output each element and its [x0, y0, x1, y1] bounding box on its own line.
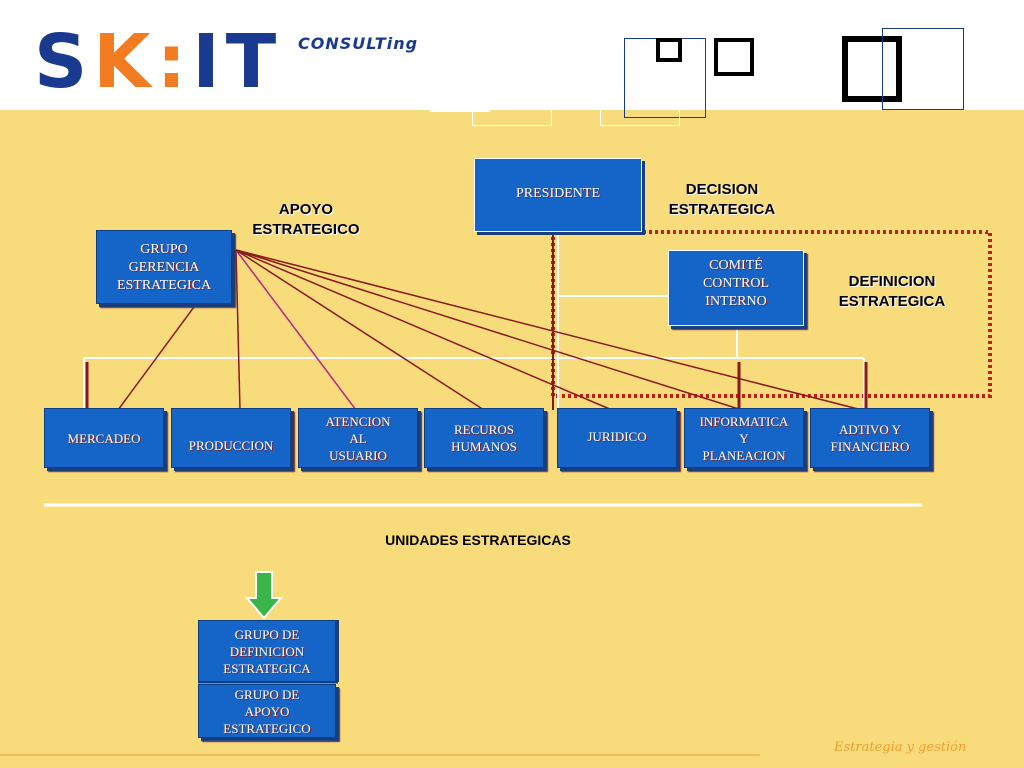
unit-informatica-planeacion: INFORMATICA Y PLANEACION [684, 408, 804, 468]
unit-juridico: JURIDICO [557, 408, 677, 468]
grupo-gerencia-box: GRUPO GERENCIA ESTRATEGICA [96, 230, 232, 304]
deco-square-8 [430, 108, 490, 112]
logo-s: S [34, 19, 94, 105]
logo-k: K [93, 19, 157, 105]
presidente-box: PRESIDENTE [474, 158, 642, 232]
definicion-estrategica-label: DEFINICION ESTRATEGICA [838, 273, 946, 310]
legend-grupo-apoyo: GRUPO DE APOYO ESTRATEGICO [198, 684, 336, 738]
green-arrow-down-icon [244, 571, 284, 620]
deco-square-4 [842, 36, 902, 102]
definicion-frame [551, 230, 992, 398]
unit-atencion-usuario: ATENCION AL USUARIO [298, 408, 418, 468]
logo-colon: : [156, 19, 193, 105]
unit-produccion: PRODUCCION [171, 408, 291, 468]
footer-text: Estrategia y gestión [834, 740, 967, 755]
deco-square-5 [882, 28, 964, 110]
unit-recursos-humanos: RECUROS HUMANOS [424, 408, 544, 468]
deco-square-3 [714, 38, 754, 76]
consulting-label: CONSULTing [298, 34, 419, 53]
comite-control-box: COMITÉ CONTROL INTERNO [668, 250, 804, 326]
skit-logo: SK:IT [34, 22, 282, 102]
unidades-estrategicas-label: UNIDADES ESTRATEGICAS [385, 532, 571, 548]
deco-square-7 [600, 110, 680, 126]
deco-square-2 [656, 38, 682, 62]
header: SK:IT CONSULTing [0, 0, 1024, 110]
logo-it: IT [192, 19, 283, 105]
unit-adtivo-financiero: ADTIVO Y FINANCIERO [810, 408, 930, 468]
legend-grupo-definicion: GRUPO DE DEFINICION ESTRATEGICA [198, 620, 336, 682]
deco-square-6 [472, 110, 552, 126]
apoyo-estrategico-label: APOYO ESTRATEGICO [252, 201, 360, 238]
unit-mercadeo: MERCADEO [44, 408, 164, 468]
decision-estrategica-label: DECISION ESTRATEGICA [668, 181, 776, 218]
